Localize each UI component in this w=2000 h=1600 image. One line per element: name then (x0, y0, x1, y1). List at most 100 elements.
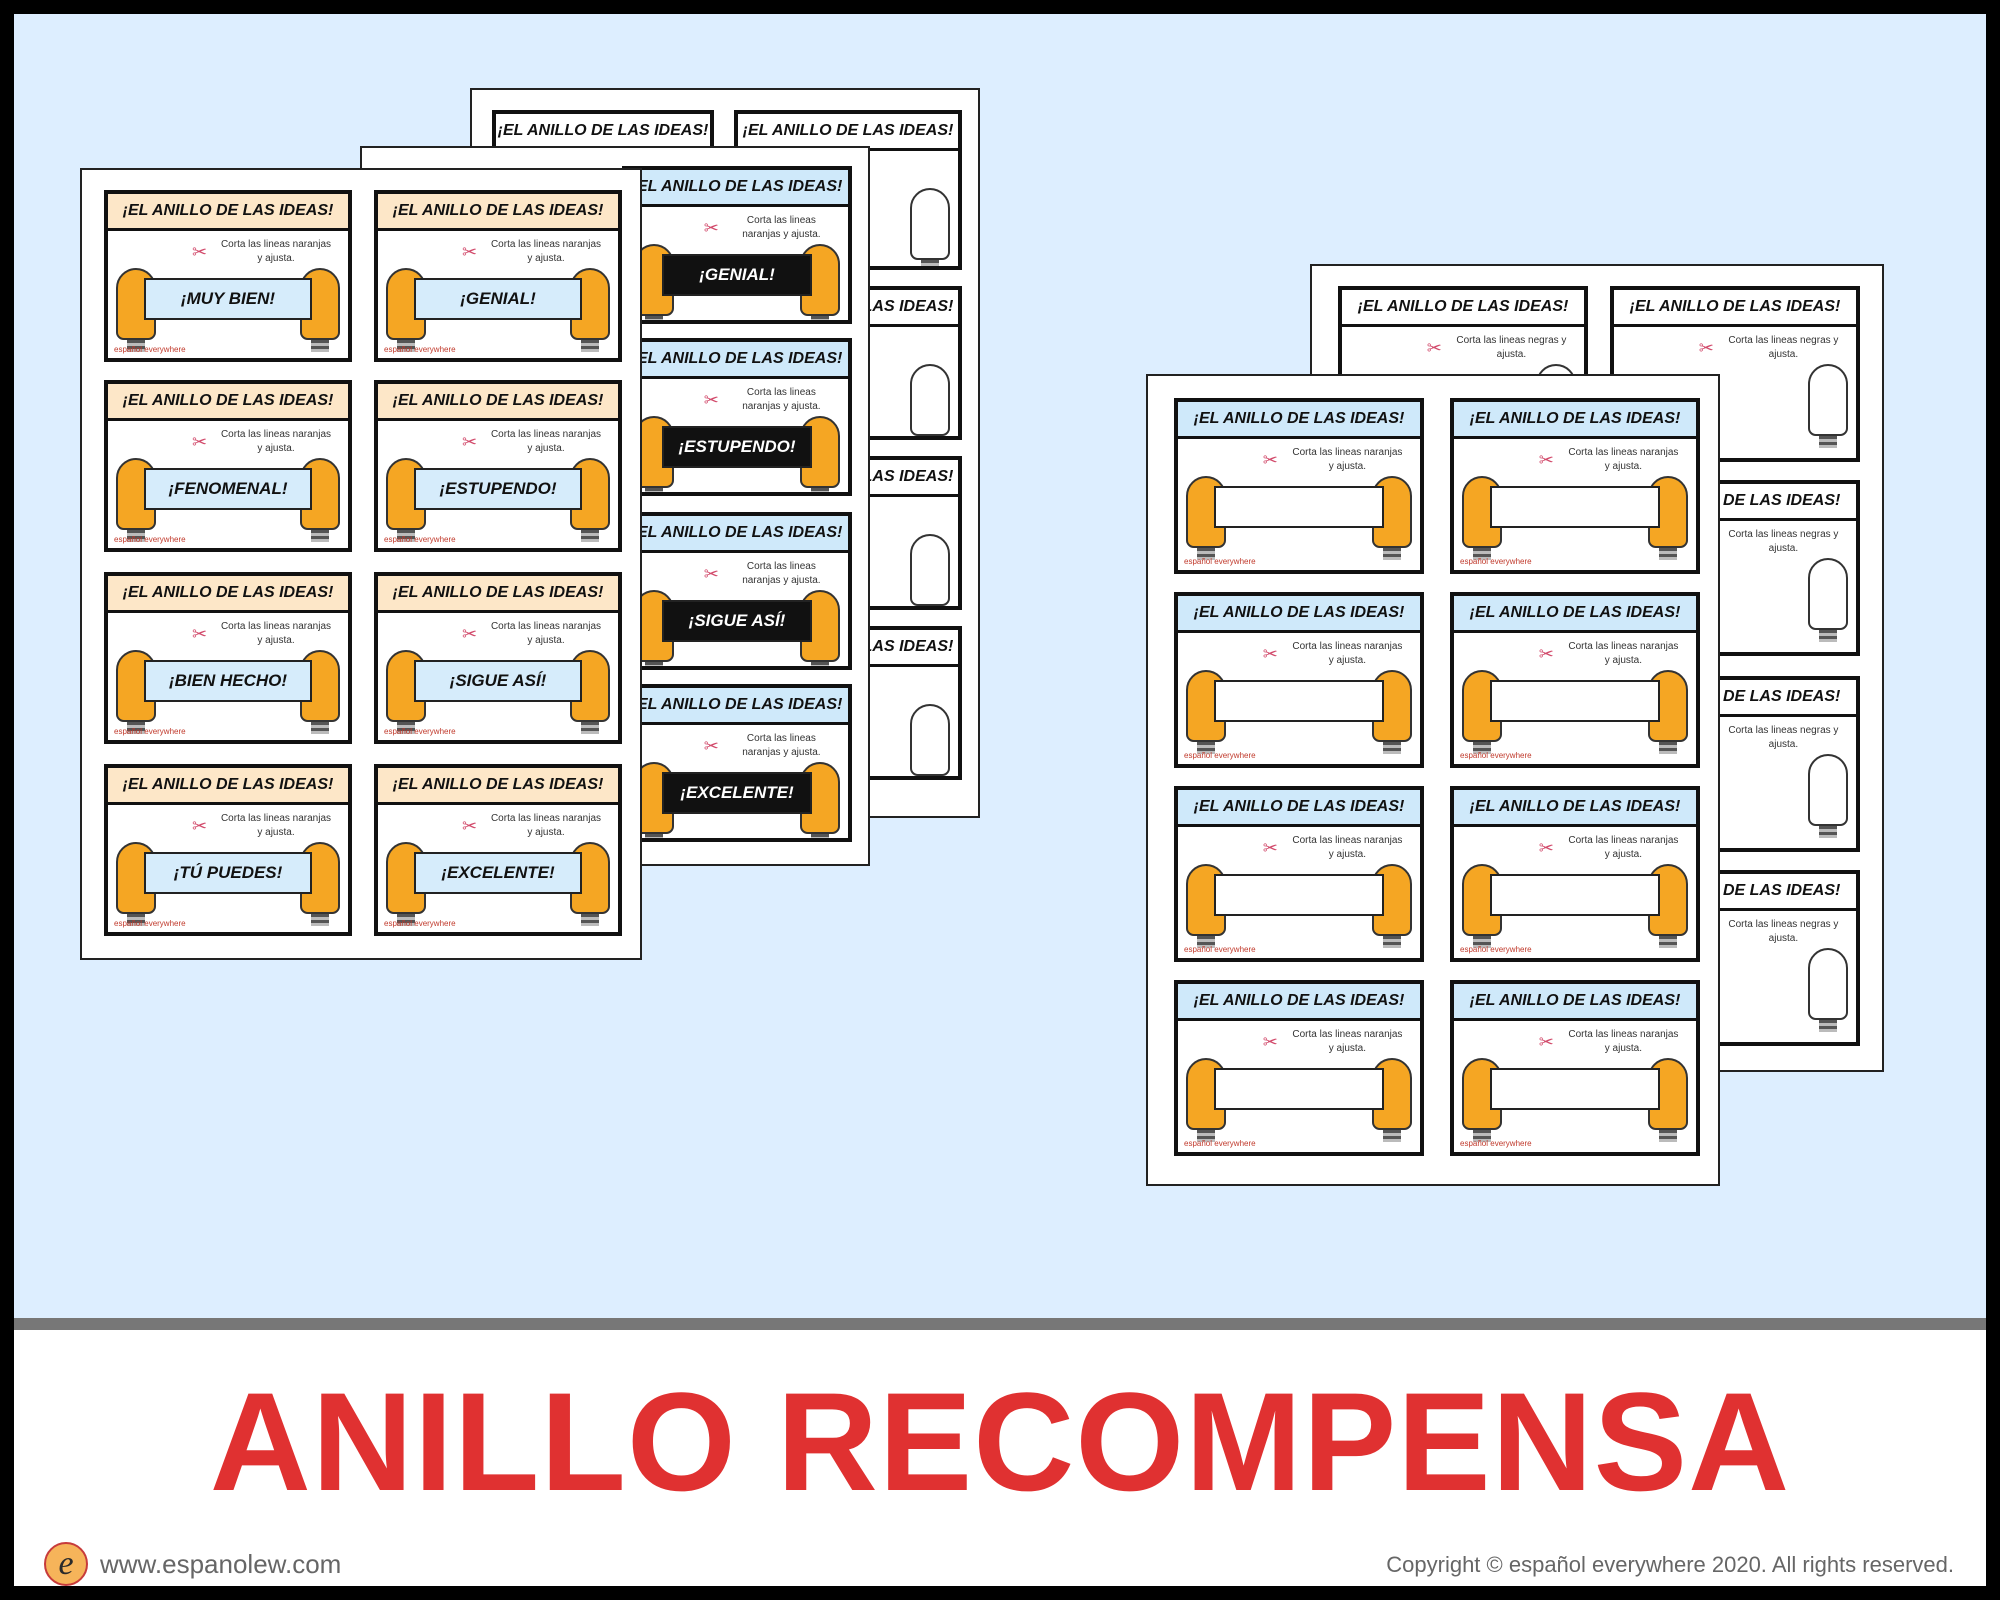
preview-area: ¡EL ANILLO DE LAS IDEAS! ¡EL ANILLO DE L… (14, 14, 1986, 1318)
product-title: ANILLO RECOMPENSA (209, 1363, 1791, 1520)
brand-label: español everywhere (114, 535, 186, 544)
brand-label: español everywhere (114, 727, 186, 736)
divider (14, 1318, 1986, 1330)
card-instructions: Corta las lineas naranjas y ajusta. (1292, 835, 1403, 860)
card-title: ¡EL ANILLO DE LAS IDEAS! (1454, 402, 1696, 439)
card-title: ¡EL ANILLO DE LAS IDEAS! (108, 768, 348, 805)
scissors-icon: ✂ (1262, 644, 1278, 664)
card: ¡EL ANILLO DE LAS IDEAS! ✂ Corta las lin… (104, 190, 352, 362)
card-instructions: Corta las lineas naranjas y ajusta. (742, 387, 821, 412)
brand-label: español everywhere (1184, 751, 1256, 760)
brand-label: español everywhere (1460, 945, 1532, 954)
espanol-everywhere-logo-icon: e (44, 1542, 88, 1586)
scissors-icon: ✂ (1538, 1032, 1554, 1052)
scissors-icon: ✂ (192, 432, 208, 452)
card-instructions: Corta las lineas naranjas y ajusta. (220, 621, 332, 646)
lightbulb-icon (910, 364, 950, 436)
scissors-icon: ✂ (1698, 338, 1714, 358)
site-url[interactable]: www.espanolew.com (100, 1548, 342, 1579)
card-title: ¡EL ANILLO DE LAS IDEAS! (496, 114, 710, 146)
footer: ANILLO RECOMPENSA e www.espanolew.com Co… (14, 1330, 1986, 1586)
card-band: ¡GENIAL! (414, 278, 582, 320)
card-title: ¡EL ANILLO DE LAS IDEAS! (378, 194, 618, 231)
card: ¡EL ANILLO DE LAS IDEAS! ✂ Corta las lin… (622, 684, 852, 842)
card-title: ¡EL ANILLO DE LAS IDEAS! (1454, 984, 1696, 1021)
scissors-icon: ✂ (462, 624, 478, 644)
card: ¡EL ANILLO DE LAS IDEAS! ✂ Corta las lin… (1450, 786, 1700, 962)
scissors-icon: ✂ (192, 624, 208, 644)
card-title: ¡EL ANILLO DE LAS IDEAS! (738, 114, 958, 151)
brand-label: español everywhere (1460, 557, 1532, 566)
card-title: ¡EL ANILLO DE LAS IDEAS! (1178, 596, 1420, 633)
lightbulb-icon (1648, 670, 1688, 754)
scissors-icon: ✂ (462, 242, 478, 262)
card-instructions: Corta las lineas naranjas y ajusta. (1292, 641, 1403, 666)
scissors-icon: ✂ (1538, 450, 1554, 470)
scissors-icon: ✂ (1538, 838, 1554, 858)
card-band-empty (1490, 1068, 1660, 1110)
card: ¡EL ANILLO DE LAS IDEAS! ✂ Corta las lin… (1450, 592, 1700, 768)
lightbulb-icon (910, 534, 950, 606)
card-title: ¡EL ANILLO DE LAS IDEAS! (108, 384, 348, 421)
card-instructions: Corta las lineas naranjas y ajusta. (490, 813, 602, 838)
brand-label: español everywhere (384, 345, 456, 354)
card-instructions: Corta las lineas naranjas y ajusta. (220, 429, 332, 454)
lightbulb-icon (910, 188, 950, 266)
card-instructions: Corta las lineas naranjas y ajusta. (1292, 447, 1403, 472)
lightbulb-icon (1808, 948, 1848, 1032)
card-title: ¡EL ANILLO DE LAS IDEAS! (1614, 290, 1856, 327)
card-band: ¡ESTUPENDO! (414, 468, 582, 510)
card-title: ¡EL ANILLO DE LAS IDEAS! (1178, 402, 1420, 439)
brand-label: español everywhere (114, 919, 186, 928)
card-title: ¡EL ANILLO DE LAS IDEAS! (1454, 596, 1696, 633)
card-band: ¡MUY BIEN! (144, 278, 312, 320)
scissors-icon: ✂ (1538, 644, 1554, 664)
sheet-left-front: ¡EL ANILLO DE LAS IDEAS! ✂ Corta las lin… (80, 168, 642, 960)
card-band: ¡TÚ PUEDES! (144, 852, 312, 894)
card-title: ¡EL ANILLO DE LAS IDEAS! (378, 576, 618, 613)
brand-label: español everywhere (384, 535, 456, 544)
card-title: ¡EL ANILLO DE LAS IDEAS! (626, 516, 848, 553)
card-title: ¡EL ANILLO DE LAS IDEAS! (378, 768, 618, 805)
card-band-empty (1490, 874, 1660, 916)
card: ¡EL ANILLO DE LAS IDEAS! ✂ Corta las lin… (374, 764, 622, 936)
card-band-empty (1214, 486, 1384, 528)
card-band-empty (1490, 486, 1660, 528)
brand-label: español everywhere (1460, 751, 1532, 760)
lightbulb-icon (1808, 364, 1848, 448)
card: ¡EL ANILLO DE LAS IDEAS! ✂ Corta las lin… (374, 572, 622, 744)
card-instructions: Corta las lineas naranjas y ajusta. (490, 239, 602, 264)
brand-label: español everywhere (1460, 1139, 1532, 1148)
card-instructions: Corta las lineas negras y ajusta. (1456, 335, 1567, 360)
card-instructions: Corta las lineas naranjas y ajusta. (1568, 641, 1679, 666)
scissors-icon: ✂ (1262, 1032, 1278, 1052)
card-instructions: Corta las lineas negras y ajusta. (1728, 335, 1839, 360)
card: ¡EL ANILLO DE LAS IDEAS! ✂ Corta las lin… (104, 764, 352, 936)
scissors-icon: ✂ (192, 816, 208, 836)
copyright-notice: Copyright © español everywhere 2020. All… (1386, 1552, 1954, 1577)
card: ¡EL ANILLO DE LAS IDEAS! ✂ Corta las lin… (1174, 980, 1424, 1156)
card: ¡EL ANILLO DE LAS IDEAS! ✂ Corta las lin… (1174, 786, 1424, 962)
card: ¡EL ANILLO DE LAS IDEAS! ✂ Corta las lin… (374, 380, 622, 552)
card: ¡EL ANILLO DE LAS IDEAS! ✂ Corta las lin… (622, 512, 852, 670)
card: ¡EL ANILLO DE LAS IDEAS! (492, 110, 714, 150)
lightbulb-icon (910, 704, 950, 776)
card-instructions: Corta las lineas naranjas y ajusta. (490, 429, 602, 454)
card-instructions: Corta las lineas naranjas y ajusta. (742, 733, 821, 758)
card-title: ¡EL ANILLO DE LAS IDEAS! (626, 170, 848, 207)
card-instructions: Corta las lineas naranjas y ajusta. (1568, 1029, 1679, 1054)
brand-label: español everywhere (384, 727, 456, 736)
card-title: ¡EL ANILLO DE LAS IDEAS! (108, 194, 348, 231)
card-band-empty (1214, 874, 1384, 916)
card-instructions: Corta las lineas naranjas y ajusta. (220, 813, 332, 838)
card-instructions: Corta las lineas negras y ajusta. (1728, 919, 1839, 944)
card-title: ¡EL ANILLO DE LAS IDEAS! (626, 342, 848, 379)
scissors-icon: ✂ (703, 736, 719, 756)
site-link[interactable]: e www.espanolew.com (44, 1542, 341, 1586)
card: ¡EL ANILLO DE LAS IDEAS! ✂ Corta las lin… (1174, 398, 1424, 574)
scissors-icon: ✂ (192, 242, 208, 262)
scissors-icon: ✂ (462, 432, 478, 452)
card: ¡EL ANILLO DE LAS IDEAS! ✂ Corta las lin… (622, 338, 852, 496)
card-instructions: Corta las lineas negras y ajusta. (1728, 529, 1839, 554)
card-instructions: Corta las lineas naranjas y ajusta. (490, 621, 602, 646)
